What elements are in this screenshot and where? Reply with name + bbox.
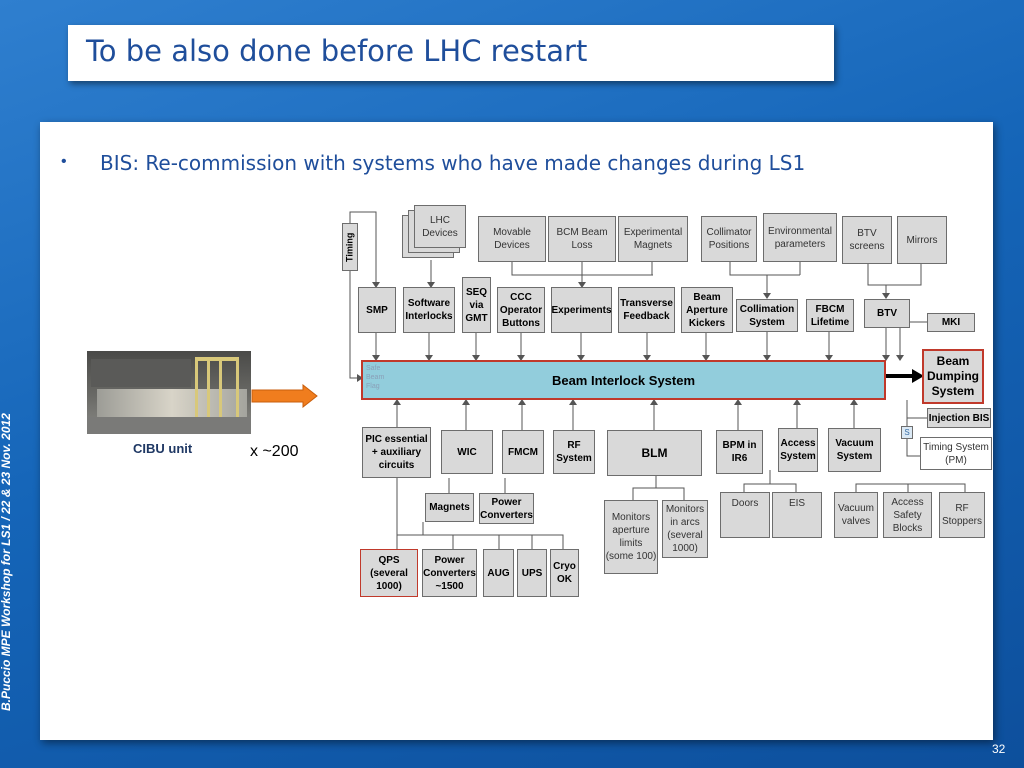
environmental-parameters-box: Environmental parameters (763, 213, 837, 262)
qps-box: QPS (several 1000) (360, 549, 418, 597)
wic-box: WIC (441, 430, 493, 474)
eis-box: EIS (772, 492, 822, 538)
vacuum-valves-box: Vacuum valves (834, 492, 878, 538)
lhc-devices-box: LHC Devices (414, 205, 466, 248)
orange-arrow-icon (251, 384, 318, 408)
mki-box: MKI (927, 313, 975, 332)
software-interlocks-box: Software Interlocks (403, 287, 455, 333)
safe-beam-flag-label: Safe Beam Flag (366, 365, 385, 390)
bullet-text: BIS: Re-commission with systems who have… (100, 151, 806, 175)
blm-box: BLM (607, 430, 702, 476)
btv-screens-box: BTV screens (842, 216, 892, 264)
btv-box: BTV (864, 299, 910, 328)
title-box: To be also done before LHC restart (68, 25, 834, 81)
multiplier-label: x ~200 (250, 443, 299, 460)
collimation-system-box: Collimation System (736, 299, 798, 332)
monitors-arcs-box: Monitors in arcs (several 1000) (662, 500, 708, 558)
experimental-magnets-box: Experimental Magnets (618, 216, 688, 262)
beam-dumping-system-box: Beam Dumping System (922, 349, 984, 404)
bullet-marker: • (61, 153, 67, 170)
seq-box: SEQ via GMT (462, 277, 491, 333)
vacuum-system-box: Vacuum System (828, 428, 881, 472)
aug-box: AUG (483, 549, 514, 597)
switch-box: S (901, 426, 913, 439)
bpm-ir6-box: BPM in IR6 (716, 430, 763, 474)
smp-box: SMP (358, 287, 396, 333)
fbcm-lifetime-box: FBCM Lifetime (806, 299, 854, 332)
cibu-unit-photo (87, 351, 251, 434)
page-number: 32 (992, 742, 1006, 756)
magnets-box: Magnets (425, 493, 474, 522)
fmcm-box: FMCM (502, 430, 544, 474)
injection-bis-box: Injection BIS (927, 408, 991, 428)
collimator-positions-box: Collimator Positions (701, 216, 757, 262)
slide-title: To be also done before LHC restart (86, 34, 588, 68)
movable-devices-box: Movable Devices (478, 216, 546, 262)
beam-interlock-system-box: Beam Interlock System (361, 360, 886, 400)
experiments-box: Experiments (551, 287, 612, 333)
access-system-box: Access System (778, 428, 818, 472)
power-converters-1500-box: Power Converters ~1500 (422, 549, 477, 597)
access-safety-blocks-box: Access Safety Blocks (883, 492, 932, 538)
power-converters-box: Power Converters (479, 493, 534, 524)
timing-system-box: Timing System (PM) (920, 437, 992, 470)
transverse-feedback-box: Transverse Feedback (618, 287, 675, 333)
ups-box: UPS (517, 549, 547, 597)
cibu-label: CIBU unit (133, 441, 193, 456)
beam-aperture-kickers-box: Beam Aperture Kickers (681, 287, 733, 333)
timing-box: Timing (342, 223, 358, 271)
doors-box: Doors (720, 492, 770, 538)
ccc-operator-buttons-box: CCC Operator Buttons (497, 287, 545, 333)
rf-system-box: RF System (553, 430, 595, 474)
rf-stoppers-box: RF Stoppers (939, 492, 985, 538)
pic-box: PIC essential + auxiliary circuits (362, 427, 431, 478)
monitors-aperture-box: Monitors aperture limits (some 100) (604, 500, 658, 574)
cryo-ok-box: Cryo OK (550, 549, 579, 597)
mirrors-box: Mirrors (897, 216, 947, 264)
bcm-box: BCM Beam Loss (548, 216, 616, 262)
